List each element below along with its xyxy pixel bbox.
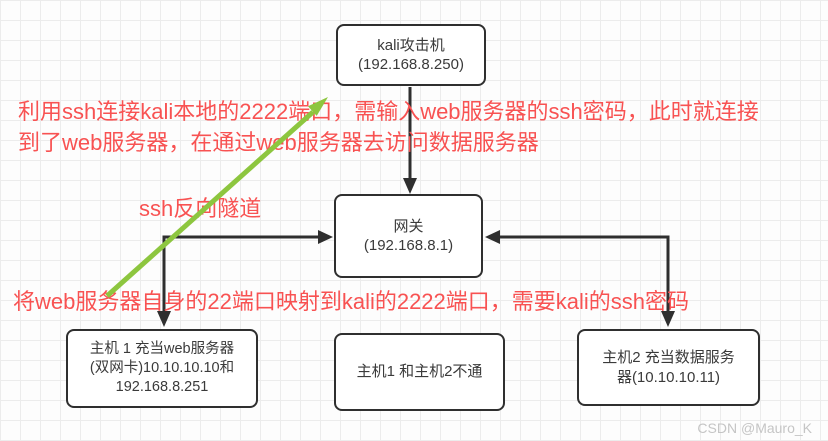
arrowhead-into-gateway-right [485,230,500,244]
arrowhead-into-gateway-left [318,230,333,244]
node-label-line: (192.168.8.1) [363,237,454,254]
node-kali-attacker: kali攻击机 (192.168.8.250) [336,24,486,86]
node-label-line: kali攻击机 [377,36,445,54]
node-host2-data-server: 主机2 充当数据服务 器(10.10.10.11) [577,329,760,406]
node-label-line: 192.168.8.251 [115,379,209,395]
csdn-watermark: CSDN @Mauro_K [697,420,812,436]
annotation-port-mapping: 将web服务器自身的22端口映射到kali的2222端口，需要kali的ssh密… [13,289,690,314]
node-label-line: 器(10.10.10.11) [616,368,721,386]
annotation-ssh-reverse-tunnel-label: ssh反向隧道 [139,196,262,221]
node-label-line: 主机2 充当数据服务 [602,349,735,366]
arrowhead-into-gateway-top [403,178,417,194]
node-label-line: (双网卡)10.10.10.10和 [89,360,235,376]
node-isolation-note: 主机1 和主机2不通 [334,333,505,411]
node-host1-web-server: 主机 1 充当web服务器 (双网卡)10.10.10.10和 192.168.… [66,329,258,408]
node-label-line: 主机1 和主机2不通 [356,363,483,381]
annotation-line: 利用ssh连接kali本地的2222端口，需输入web服务器的ssh密码，此时就… [18,99,759,124]
node-label-line: 网关 [393,217,424,235]
node-gateway: 网关 (192.168.8.1) [334,194,483,278]
annotation-tunnel-usage: 利用ssh连接kali本地的2222端口，需输入web服务器的ssh密码，此时就… [18,96,759,158]
node-label-line: (192.168.8.250) [358,56,464,73]
annotation-line: 到了web服务器，在通过web服务器去访问数据服务器 [18,130,539,155]
node-label-line: 主机 1 充当web服务器 [89,341,235,357]
